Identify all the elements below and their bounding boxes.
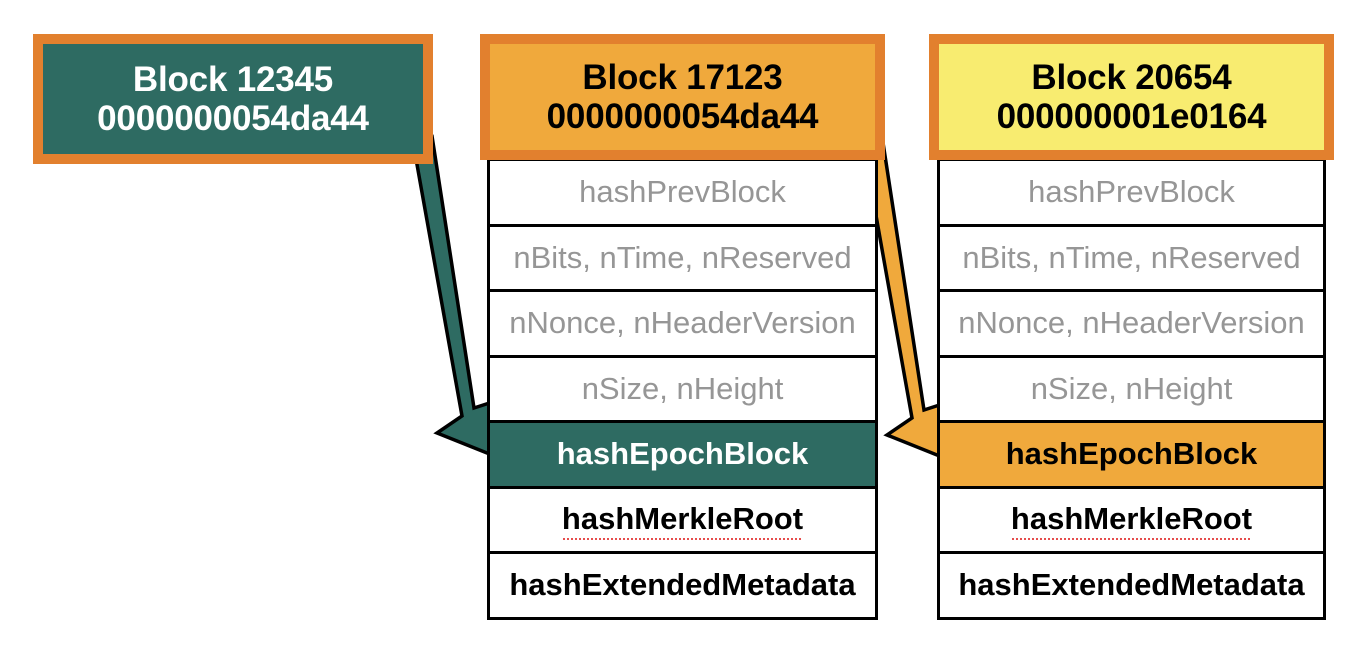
field-label: nSize, nHeight [1030,370,1233,406]
field-row: nBits, nTime, nReserved [487,223,878,292]
block-header-1: Block 12345 0000000054da44 [33,34,433,164]
field-label: hashEpochBlock [1005,436,1258,472]
field-row: nNonce, nHeaderVersion [487,289,878,358]
block-header-2-title: Block 17123 [582,57,783,97]
block-header-3-title: Block 20654 [1031,57,1232,97]
field-label: nSize, nHeight [581,370,784,406]
block-field-list-2: hashPrevBlock nBits, nTime, nReserved nN… [487,158,878,620]
field-row-hash-extended-metadata: hashExtendedMetadata [937,551,1326,620]
field-row-hash-epoch-block: hashEpochBlock [487,420,878,489]
block-header-1-hash: 0000000054da44 [97,99,369,138]
field-label: hashPrevBlock [579,174,786,210]
field-row: hashPrevBlock [487,158,878,227]
field-label: nBits, nTime, nReserved [962,239,1301,275]
field-label: nNonce, nHeaderVersion [958,305,1305,341]
block-header-3-hash: 000000001e0164 [996,97,1267,136]
field-label: nBits, nTime, nReserved [513,239,852,275]
field-row: nSize, nHeight [487,354,878,423]
field-label: hashExtendedMetadata [958,567,1305,603]
field-row-hash-merkle-root: hashMerkleRoot [487,485,878,554]
field-label: hashExtendedMetadata [509,567,856,603]
field-label: hashEpochBlock [556,436,809,472]
block-header-2: Block 17123 0000000054da44 [480,34,885,160]
field-label: hashMerkleRoot [561,501,804,541]
block-header-2-hash: 0000000054da44 [546,97,819,136]
block-header-3: Block 20654 000000001e0164 [929,34,1334,160]
field-row: nSize, nHeight [937,354,1326,423]
field-row-hash-extended-metadata: hashExtendedMetadata [487,551,878,620]
field-row-hash-merkle-root: hashMerkleRoot [937,485,1326,554]
field-row-hash-epoch-block: hashEpochBlock [937,420,1326,489]
field-label: hashPrevBlock [1028,174,1235,210]
block-header-1-title: Block 12345 [132,59,334,99]
field-label: hashMerkleRoot [1010,501,1253,541]
block-field-list-3: hashPrevBlock nBits, nTime, nReserved nN… [937,158,1326,620]
field-row: nBits, nTime, nReserved [937,223,1326,292]
field-label: nNonce, nHeaderVersion [509,305,856,341]
field-row: hashPrevBlock [937,158,1326,227]
field-row: nNonce, nHeaderVersion [937,289,1326,358]
